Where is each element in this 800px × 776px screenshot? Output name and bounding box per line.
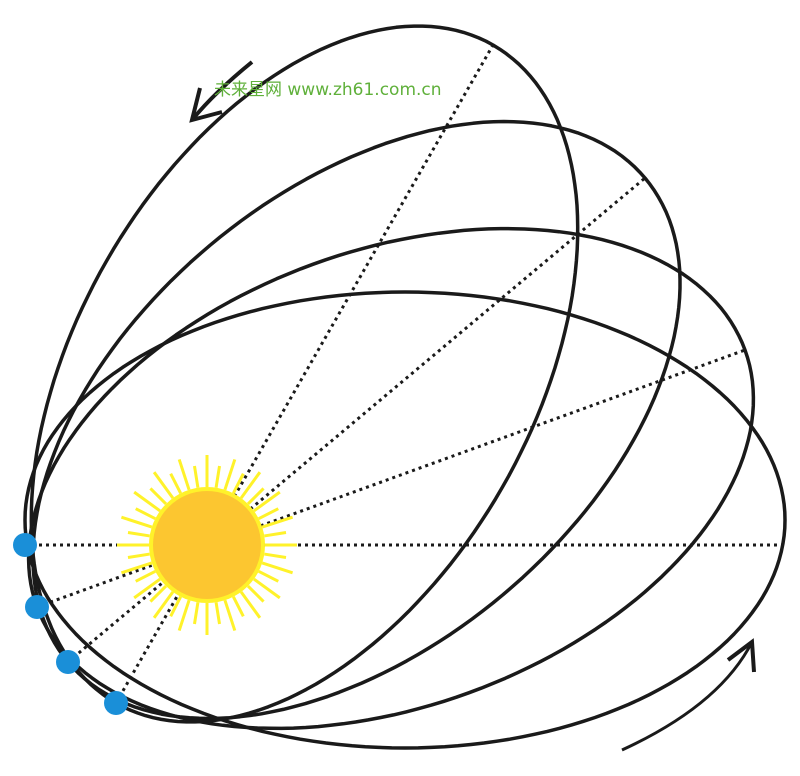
sun-ray [264, 552, 287, 559]
watermark: 未来星网 www.zh61.com.cn [214, 80, 442, 100]
major-axis-line [36, 348, 746, 609]
sun-ray [120, 515, 153, 529]
sun-ray [149, 584, 168, 603]
sun-ray [214, 465, 221, 488]
sun-ray [177, 599, 191, 632]
sun-ray [223, 458, 237, 491]
sun-ray [169, 595, 183, 617]
sun-ray [149, 487, 168, 506]
planet-position [104, 691, 128, 715]
sun-ray [231, 595, 245, 617]
top-arrowhead-icon [189, 87, 223, 123]
planet-position [25, 595, 49, 619]
sun-ray [135, 507, 157, 521]
sun-ray [152, 471, 175, 499]
sun-ray [177, 458, 191, 491]
sun-ray [133, 490, 161, 513]
sun-ray [246, 584, 265, 603]
sun-ray [261, 561, 294, 575]
sun-ray [253, 577, 281, 600]
sun-ray [152, 591, 175, 619]
sun-ray [135, 569, 157, 583]
sun-ray [127, 552, 150, 559]
sun-ray [214, 602, 221, 625]
sun-ray [257, 507, 279, 521]
sun-ray [239, 591, 262, 619]
orbit-ellipse [26, 226, 756, 731]
sun-ray [169, 473, 183, 495]
sun-ray [261, 515, 294, 529]
bottom-arrowhead-icon [726, 638, 756, 673]
orbit-ellipse [31, 119, 682, 721]
top-direction-arrow [190, 60, 254, 122]
sun-ray [127, 531, 150, 538]
sun-ray [246, 487, 265, 506]
sun-ray [120, 561, 153, 575]
sun-ray [264, 531, 287, 538]
sun-disc [153, 491, 261, 599]
orbit-ellipse [23, 290, 787, 750]
sun [117, 455, 297, 635]
major-axis-line [114, 44, 495, 704]
sun-ray [257, 569, 279, 583]
planet-position [13, 533, 37, 557]
bottom-direction-arrow [621, 641, 754, 752]
sun-ray [193, 602, 200, 625]
sun-ray [231, 473, 245, 495]
sun-ray [253, 490, 281, 513]
sun-ray [223, 599, 237, 632]
planet-position [56, 650, 80, 674]
sun-ray [239, 471, 262, 499]
sun-ray [133, 577, 161, 600]
sun-ray [193, 465, 200, 488]
